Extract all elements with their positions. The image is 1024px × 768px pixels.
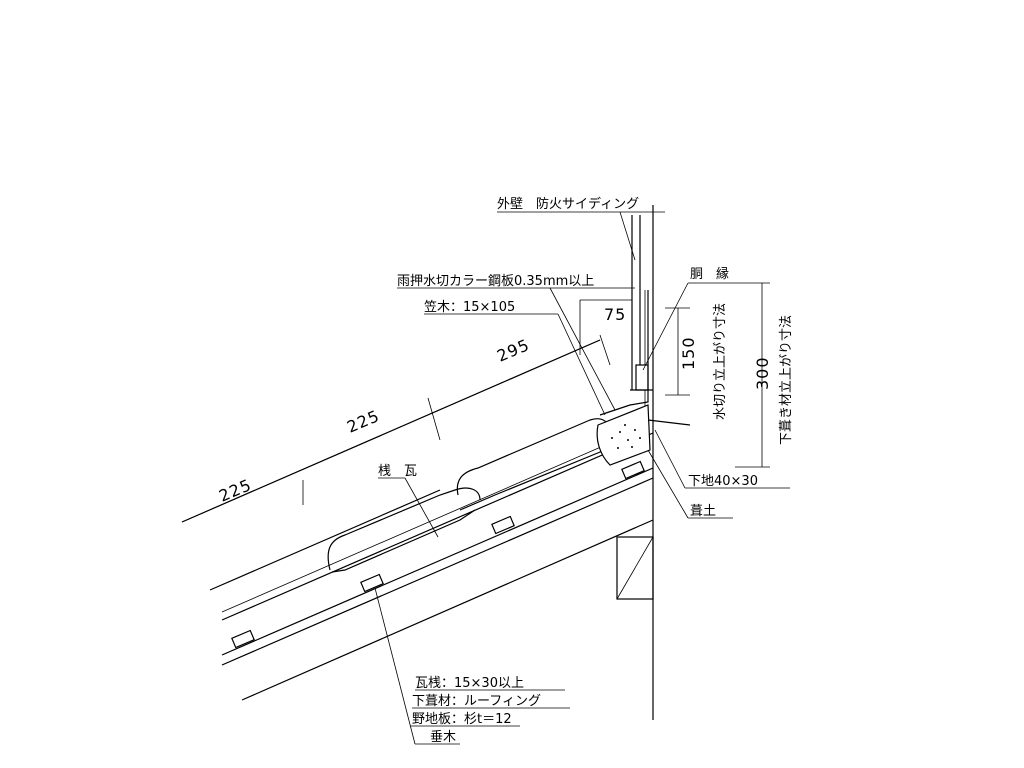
label-flashing-rise: 水切り立上がり寸法 [713,303,728,420]
label-exterior-wall: 外壁 防火サイディング [497,196,639,212]
slope-dimensions [181,334,611,523]
leader-lines [374,211,790,745]
label-nojiita: 野地板：杉t＝12 [412,712,512,727]
roof-structure [181,339,654,701]
dim-225-lower: 225 [216,475,254,506]
dim-150: 150 [679,336,698,370]
label-kawarazan: 瓦桟：15×30以上 [415,676,524,691]
roof-tiles [327,404,651,573]
dim-75: 75 [604,305,626,324]
dim-295: 295 [494,335,532,366]
wall-structure [630,205,654,720]
label-kasagi: 笠木：15×105 [424,300,515,315]
dimension-labels: 225 225 295 75 150 300 [216,305,772,506]
label-roofing-rise: 下葺き材立上がり寸法 [779,315,794,445]
mortar-dots [611,424,641,449]
label-flashing: 雨押水切カラー鋼板0.35mm以上 [397,274,594,289]
label-taruki: 垂木 [430,730,456,745]
label-shitabuki: 下葺材：ルーフィング [412,694,541,709]
lower-wall-box [616,536,654,600]
label-dobuchi: 胴 縁 [690,266,729,282]
dim-300: 300 [753,356,772,390]
dim-225-upper: 225 [344,406,382,437]
label-fukido: 葺土 [690,504,716,519]
label-sanagawara: 桟 瓦 [378,464,417,479]
vertical-dimensions [579,282,770,468]
tile-battens [231,460,645,649]
label-shitaji: 下地40×30 [688,474,758,489]
text-labels: 外壁 防火サイディング 雨押水切カラー鋼板0.35mm以上 笠木：15×105 … [378,196,794,745]
